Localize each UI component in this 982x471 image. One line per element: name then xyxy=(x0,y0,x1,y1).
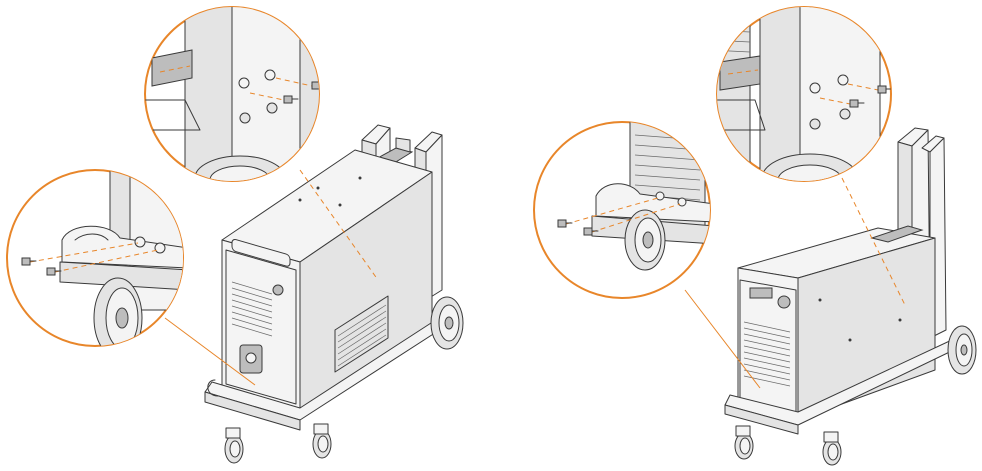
callout-c-bracket xyxy=(719,55,761,91)
callout-bottom-left xyxy=(6,169,184,347)
right-rear-wheel xyxy=(947,325,977,375)
callout-c-screw-1 xyxy=(849,99,865,108)
callout-top-right xyxy=(716,6,892,182)
leader-lines xyxy=(164,169,906,389)
callout-d-screw-2 xyxy=(583,227,599,236)
left-side-vent xyxy=(334,295,389,373)
right-front-knob xyxy=(777,295,791,309)
callout-b-screw-2 xyxy=(46,267,62,276)
left-rear-wheel xyxy=(430,296,464,350)
leader-top-right xyxy=(841,177,906,306)
callout-b-screw-1 xyxy=(21,257,37,266)
callout-c-screw-2 xyxy=(877,85,891,94)
callout-a-screw-1 xyxy=(283,95,299,104)
leader-bottom-left xyxy=(164,317,256,386)
left-front-caster-1 xyxy=(224,427,244,464)
callout-a-bracket xyxy=(151,49,193,87)
left-machine xyxy=(204,124,464,464)
left-unit-body xyxy=(221,149,433,413)
right-front-grille xyxy=(743,321,791,387)
left-front-knob xyxy=(272,284,284,296)
right-front-caster-1 xyxy=(734,425,754,460)
left-front-grille xyxy=(231,281,273,337)
callout-middle-right xyxy=(533,121,711,299)
right-display xyxy=(749,287,773,299)
right-unit-body xyxy=(737,225,936,421)
leader-top-left xyxy=(299,169,379,281)
right-trolley xyxy=(724,325,977,466)
left-front-caster-2 xyxy=(312,423,332,459)
callout-a-screw-2 xyxy=(311,81,319,90)
right-machine xyxy=(724,127,977,466)
right-front-caster-2 xyxy=(822,431,842,466)
right-top-bracket xyxy=(870,225,924,243)
left-trolley xyxy=(204,296,464,464)
callout-top-left xyxy=(144,6,320,182)
callout-d-screw-1 xyxy=(557,219,573,228)
leader-bottom-right xyxy=(684,289,761,389)
